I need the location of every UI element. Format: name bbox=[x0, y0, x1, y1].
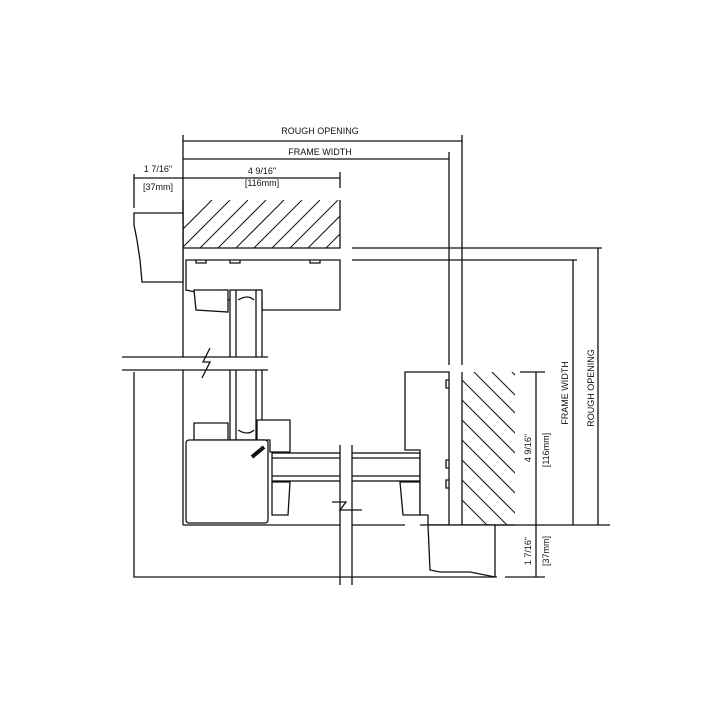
interior-trim-head bbox=[133, 212, 184, 283]
break-line-horizontal bbox=[122, 347, 268, 379]
dimension-rough-opening-top bbox=[183, 135, 463, 365]
outer-boundary bbox=[133, 372, 497, 578]
label-bottom-trim-mm: [37mm] bbox=[541, 536, 551, 566]
fastener-icon bbox=[250, 445, 266, 459]
dimension-frame-width-top bbox=[183, 152, 450, 365]
interior-trim-jamb bbox=[427, 524, 496, 578]
sash-stop-bottom bbox=[193, 422, 229, 441]
dimension-left-trim bbox=[133, 174, 183, 208]
dimension-head-depth bbox=[183, 172, 341, 188]
label-rough-opening-top: ROUGH OPENING bbox=[281, 126, 359, 136]
jamb-kerfs bbox=[445, 379, 449, 489]
label-frame-width-top: FRAME WIDTH bbox=[288, 147, 352, 157]
label-jamb-depth-mm: [116mm] bbox=[541, 433, 551, 467]
label-head-depth-mm: [116mm] bbox=[245, 178, 279, 188]
label-left-trim-mm: [37mm] bbox=[143, 182, 173, 192]
label-bottom-trim-in: 1 7/16" bbox=[523, 537, 533, 565]
label-frame-width-right: FRAME WIDTH bbox=[560, 361, 570, 425]
label-rough-opening-right: ROUGH OPENING bbox=[586, 349, 596, 427]
head-frame-kerfs bbox=[195, 260, 321, 264]
break-line-vertical bbox=[332, 445, 362, 585]
corner-frame-block bbox=[185, 439, 269, 524]
sash-stop-top bbox=[193, 289, 229, 313]
head-wall-section bbox=[182, 200, 341, 249]
label-head-depth-in: 4 9/16" bbox=[248, 166, 276, 176]
jamb-frame bbox=[404, 371, 450, 526]
label-jamb-depth-in: 4 9/16" bbox=[523, 434, 533, 462]
label-left-trim-in: 1 7/16" bbox=[144, 164, 172, 174]
